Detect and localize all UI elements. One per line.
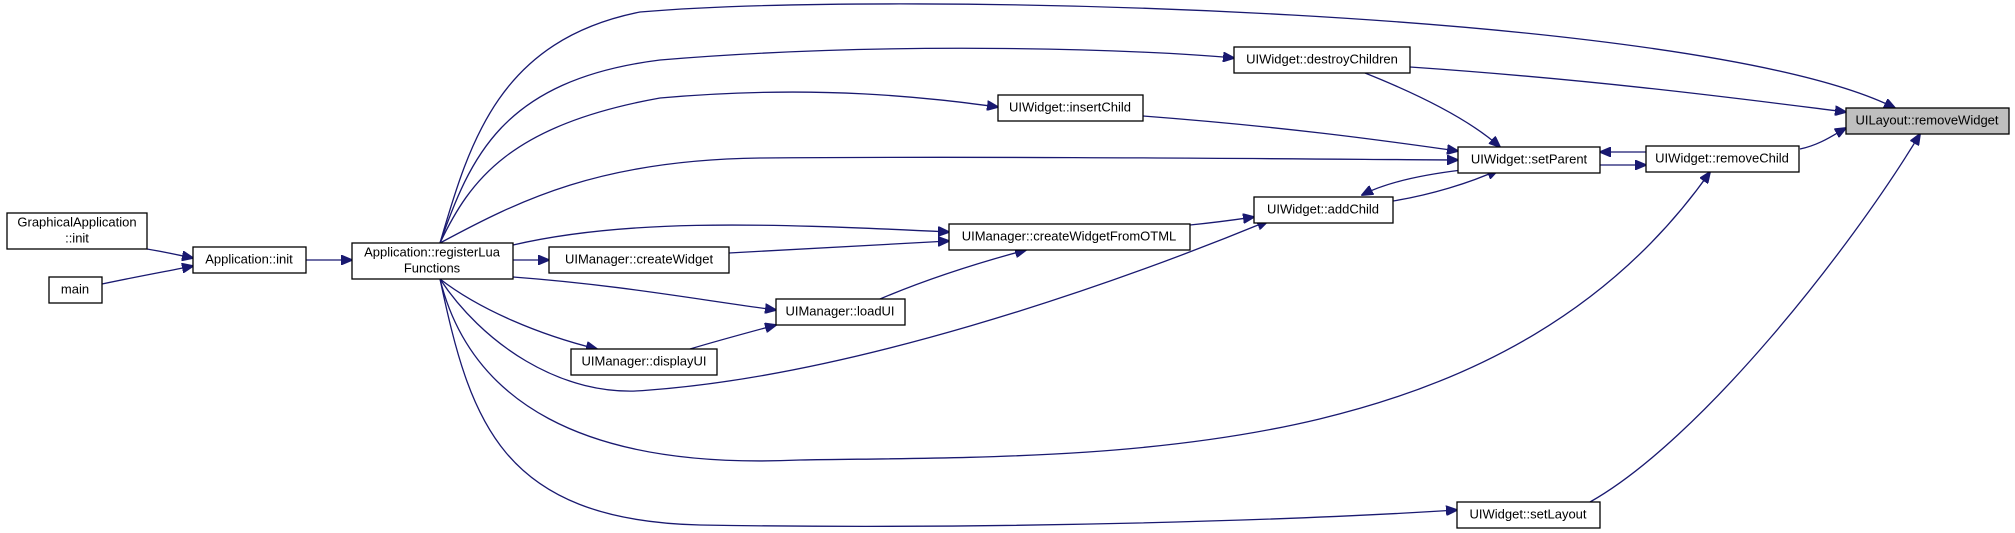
node-label: UIManager::displayUI: [582, 353, 707, 368]
node-application-init[interactable]: Application::init: [192, 246, 307, 274]
node-ui-layout-remove-widget[interactable]: UILayout::removeWidget: [1845, 107, 2010, 135]
node-label: UIManager::createWidget: [565, 251, 714, 266]
node-ui-widget-set-layout[interactable]: UIWidget::setLayout: [1456, 501, 1601, 529]
node-label-line-1: Application::registerLua: [364, 244, 501, 259]
edge-register-lua-functions-to-remove-child: [439, 172, 1710, 462]
edge-register-lua-functions-to-load-ui: [512, 276, 776, 310]
node-ui-widget-remove-child[interactable]: UIWidget::removeChild: [1645, 145, 1800, 173]
node-graphical-application-init[interactable]: GraphicalApplication ::init: [6, 212, 148, 250]
node-label: UIManager::loadUI: [785, 303, 894, 318]
node-label: UIManager::createWidgetFromOTML: [962, 228, 1177, 243]
edge-register-lua-functions-to-display-ui: [439, 278, 597, 349]
edge-register-lua-functions-to-set-layout: [439, 278, 1457, 527]
node-label: Application::init: [205, 251, 293, 266]
edge-graphical-app-init-to-app-init: [146, 248, 193, 258]
node-main[interactable]: main: [48, 276, 103, 304]
edge-register-lua-functions-to-add-child: [439, 221, 1268, 392]
node-label: UIWidget::destroyChildren: [1246, 51, 1398, 66]
edge-destroy-children-to-remove-widget: [1409, 66, 1846, 112]
node-label: UIWidget::addChild: [1267, 201, 1379, 216]
node-ui-widget-destroy-children[interactable]: UIWidget::destroyChildren: [1233, 46, 1411, 74]
edge-set-layout-to-remove-widget: [1589, 134, 1920, 503]
edge-display-ui-to-load-ui: [689, 325, 776, 350]
node-ui-manager-load-ui[interactable]: UIManager::loadUI: [775, 298, 906, 326]
node-label: main: [61, 281, 89, 296]
edge-destroy-children-to-set-parent: [1364, 72, 1500, 147]
edge-insert-child-to-set-parent: [1142, 115, 1458, 151]
edge-register-lua-functions-to-insert-child: [439, 91, 998, 244]
node-ui-manager-create-widget[interactable]: UIManager::createWidget: [548, 246, 730, 274]
node-label: UIWidget::removeChild: [1655, 150, 1789, 165]
edge-add-child-to-set-parent: [1392, 170, 1498, 202]
node-application-register-lua-functions[interactable]: Application::registerLua Functions: [351, 242, 514, 280]
edge-load-ui-to-create-widget-from-otml: [879, 250, 1026, 300]
edge-main-to-app-init: [101, 266, 193, 285]
node-ui-widget-set-parent[interactable]: UIWidget::setParent: [1457, 146, 1601, 174]
edges: [101, 3, 1920, 527]
node-label-line-2: Functions: [404, 260, 461, 275]
node-label-line-2: ::init: [65, 230, 89, 245]
node-ui-widget-insert-child[interactable]: UIWidget::insertChild: [997, 94, 1144, 122]
nodes: UILayout::removeWidget UIWidget::destroy…: [6, 46, 2010, 529]
node-ui-manager-create-widget-from-otml[interactable]: UIManager::createWidgetFromOTML: [948, 223, 1191, 251]
edge-register-lua-functions-to-set-parent: [439, 157, 1458, 244]
edge-create-widget-from-otml-to-create-widget: [728, 241, 949, 254]
edge-create-widget-from-otml-to-add-child: [1189, 217, 1254, 226]
edge-remove-child-to-remove-widget: [1799, 128, 1846, 150]
edge-register-lua-functions-to-remove-widget: [439, 3, 1895, 244]
edge-set-parent-to-add-child: [1362, 169, 1463, 195]
node-ui-widget-add-child[interactable]: UIWidget::addChild: [1253, 196, 1394, 224]
node-label: UIWidget::setLayout: [1469, 506, 1586, 521]
node-label: UIWidget::setParent: [1471, 151, 1588, 166]
node-label-line-1: GraphicalApplication: [17, 214, 136, 229]
node-ui-manager-display-ui[interactable]: UIManager::displayUI: [570, 348, 718, 376]
node-label: UIWidget::insertChild: [1009, 99, 1131, 114]
edge-register-lua-functions-to-create-widget-from-otml: [512, 224, 949, 246]
edge-register-lua-functions-to-destroy-children: [439, 47, 1234, 244]
node-label: UILayout::removeWidget: [1855, 112, 1998, 127]
